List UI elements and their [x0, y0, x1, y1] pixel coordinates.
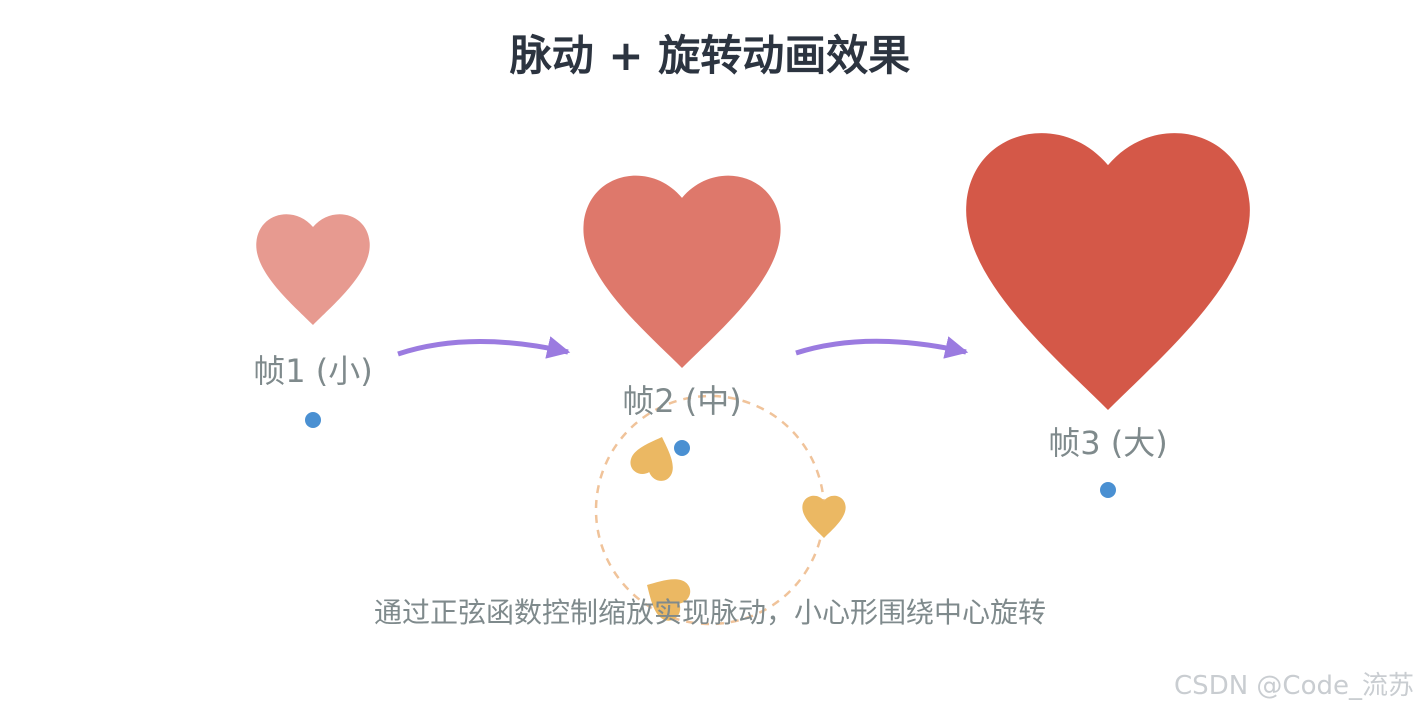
frame-3: 帧3 (大) [966, 133, 1250, 498]
frame-1: 帧1 (小) [253, 214, 373, 428]
watermark-text: CSDN @Code_流苏 [1174, 671, 1414, 701]
orbit-heart-right [802, 495, 846, 538]
heart-frame-1 [256, 214, 370, 325]
heart-frame-3 [966, 133, 1250, 410]
frame-2-dot [674, 440, 690, 456]
heart-frame-2 [583, 175, 781, 368]
page-title: 脉动 + 旋转动画效果 [510, 31, 910, 80]
orbit-group [594, 394, 846, 626]
frame-1-dot [305, 412, 321, 428]
arrow-frame1-to-frame2 [397, 336, 571, 359]
frame-2-label: 帧2 (中) [622, 382, 742, 420]
orbit-heart-bottom [647, 579, 691, 621]
frame-1-label: 帧1 (小) [253, 352, 373, 390]
frame-2: 帧2 (中) [583, 175, 781, 456]
orbit-heart-top [630, 437, 673, 481]
arrow-frame2-to-frame3 [795, 336, 969, 359]
frame-3-dot [1100, 482, 1116, 498]
orbit-circle [594, 394, 826, 626]
caption-text: 通过正弦函数控制缩放实现脉动，小心形围绕中心旋转 [374, 596, 1046, 629]
frame-3-label: 帧3 (大) [1048, 424, 1168, 462]
